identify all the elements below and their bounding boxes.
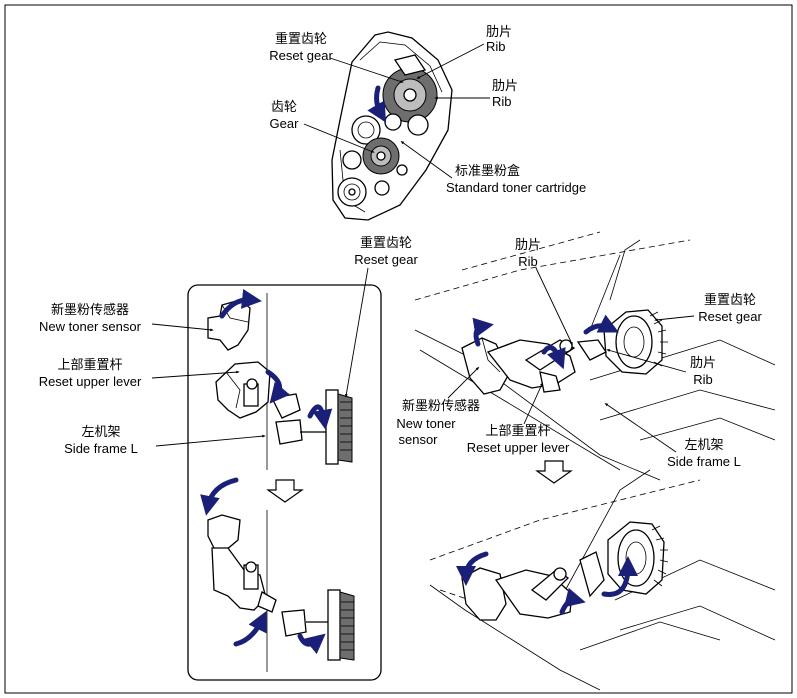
down-arrow-right [535,460,573,484]
svg-text:New toner sensor: New toner sensor [39,319,142,334]
svg-text:标准墨粉盒: 标准墨粉盒 [455,163,520,178]
label-side-frame-left: 左机架 Side frame L [64,424,266,456]
svg-text:左机架: 左机架 [684,437,723,452]
svg-text:新墨粉传感器: 新墨粉传感器 [402,398,480,413]
left-upper-assembly [207,288,353,470]
label-reset-upper-lever-right: 上部重置杆 Reset upper lever [467,382,570,455]
right-upper-assembly [414,231,776,481]
svg-text:Reset upper lever: Reset upper lever [467,440,570,455]
label-rib-right-1: 肋片 Rib [515,237,573,346]
svg-text:重置齿轮: 重置齿轮 [360,235,412,250]
svg-text:Rib: Rib [518,254,538,269]
label-side-frame-right: 左机架 Side frame L [604,402,741,469]
label-rib-top-1: 肋片 Rib [416,24,512,79]
svg-text:肋片: 肋片 [515,237,541,252]
svg-text:肋片: 肋片 [492,78,518,93]
svg-text:Reset upper lever: Reset upper lever [39,374,142,389]
svg-text:Side frame L: Side frame L [667,454,741,469]
label-new-toner-sensor-left: 新墨粉传感器 New toner sensor [39,302,214,334]
svg-text:Reset gear: Reset gear [354,252,418,267]
svg-text:重置齿轮: 重置齿轮 [275,31,327,46]
label-reset-gear-top: 重置齿轮 Reset gear [269,31,404,83]
label-rib-top-2: 肋片 Rib [434,78,518,109]
svg-text:Rib: Rib [693,372,713,387]
label-reset-upper-lever-left: 上部重置杆 Reset upper lever [39,357,240,389]
label-reset-gear-left: 重置齿轮 Reset gear [344,235,418,398]
svg-text:Gear: Gear [270,116,300,131]
label-new-toner-sensor-right: 新墨粉传感器 New toner sensor [396,366,480,447]
left-sequence-panel [187,284,382,681]
svg-text:Rib: Rib [486,39,506,54]
left-lower-assembly [200,477,355,672]
svg-text:左机架: 左机架 [81,424,120,439]
svg-text:肋片: 肋片 [690,355,716,370]
right-lower-assembly [429,469,776,691]
svg-text:新墨粉传感器: 新墨粉传感器 [51,302,129,317]
svg-text:Rib: Rib [492,94,512,109]
svg-text:New toner: New toner [396,416,456,431]
svg-text:肋片: 肋片 [486,24,512,39]
svg-text:Standard toner cartridge: Standard toner cartridge [446,180,586,195]
label-rib-right-2: 肋片 Rib [606,349,716,387]
svg-text:Reset gear: Reset gear [698,309,762,324]
svg-text:Side frame L: Side frame L [64,441,138,456]
svg-text:齿轮: 齿轮 [271,99,297,114]
down-arrow-left [266,479,304,503]
svg-text:上部重置杆: 上部重置杆 [485,423,550,438]
label-standard-toner-cartridge: 标准墨粉盒 Standard toner cartridge [400,140,586,195]
svg-text:sensor: sensor [398,432,438,447]
svg-text:Reset gear: Reset gear [269,48,333,63]
label-gear: 齿轮 Gear [270,99,375,153]
toner-cartridge-illustration [331,31,453,221]
label-reset-gear-right: 重置齿轮 Reset gear [654,292,762,324]
svg-text:重置齿轮: 重置齿轮 [704,292,756,307]
svg-text:上部重置杆: 上部重置杆 [57,357,122,372]
page-border [4,4,793,694]
